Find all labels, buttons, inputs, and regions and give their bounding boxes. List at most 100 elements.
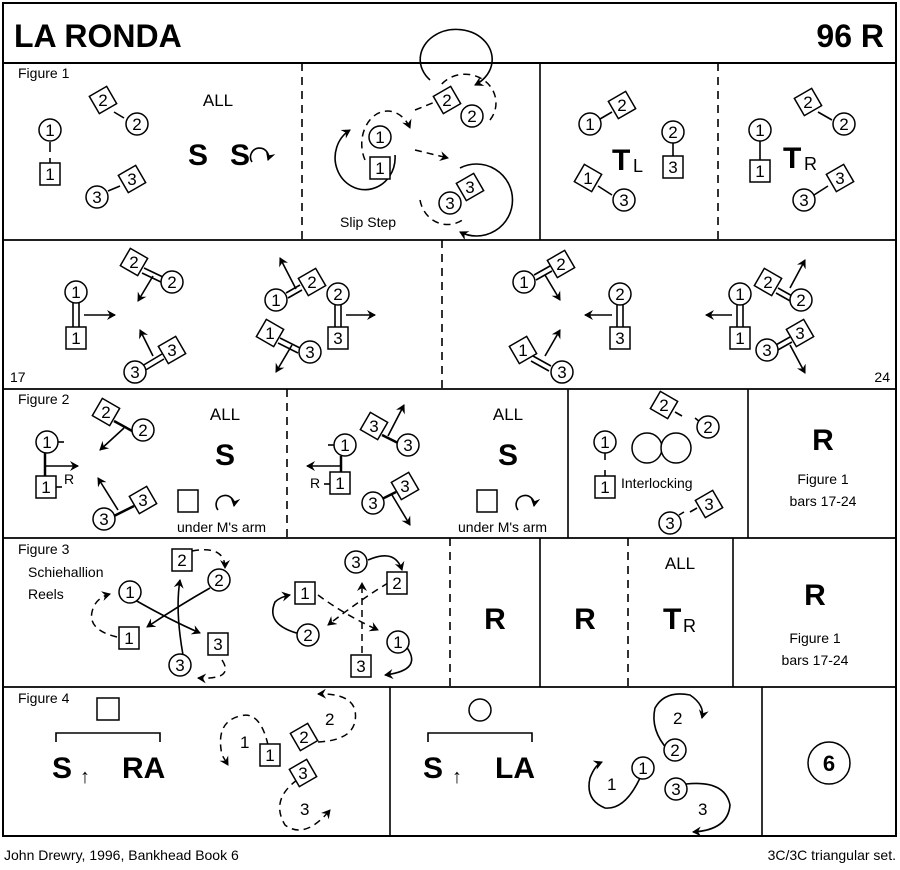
svg-text:2: 2 — [167, 273, 176, 292]
svg-text:1: 1 — [125, 583, 134, 602]
svg-text:3: 3 — [795, 324, 804, 343]
step-symbol: S — [52, 752, 72, 785]
svg-text:2: 2 — [659, 396, 668, 415]
svg-text:1: 1 — [335, 474, 344, 493]
svg-text:1: 1 — [375, 159, 384, 178]
women-bracket — [427, 732, 533, 742]
interlocking-reels: 1 1 2 2 3 3 — [593, 390, 724, 535]
turn-left-sub: L — [633, 156, 643, 176]
svg-text:2: 2 — [796, 291, 805, 310]
repeat-symbol: R — [812, 424, 834, 457]
figure-3-sublabel: Reels — [28, 586, 64, 602]
svg-text:3: 3 — [369, 417, 378, 436]
repeat-ref-line1: Figure 1 — [789, 630, 841, 646]
svg-text:1: 1 — [265, 746, 274, 765]
set-under-arm-b: 1 1 R 3 3 3 3 — [306, 404, 420, 526]
svg-text:1: 1 — [518, 341, 527, 360]
slip-step-label: Slip Step — [340, 214, 396, 230]
svg-text:3: 3 — [175, 656, 184, 675]
svg-text:1: 1 — [735, 329, 744, 348]
women-symbol — [468, 698, 492, 722]
svg-text:3: 3 — [465, 178, 474, 197]
repeat-symbol: R — [804, 579, 826, 612]
turn-left-symbol: T — [612, 144, 630, 177]
men-bracket — [55, 732, 161, 742]
turn-clockwise-icon — [215, 494, 241, 511]
svg-text:1: 1 — [71, 329, 80, 348]
bar-number-start: 17 — [10, 369, 26, 385]
svg-text:2: 2 — [673, 709, 682, 728]
svg-text:1: 1 — [240, 733, 249, 752]
under-arm-label: under M's arm — [177, 519, 266, 535]
svg-text:3: 3 — [403, 436, 412, 455]
svg-text:3: 3 — [619, 191, 628, 210]
svg-text:3: 3 — [92, 188, 101, 207]
turn-right-sub: R — [683, 616, 696, 636]
svg-text:1: 1 — [583, 169, 592, 188]
footer-credit: John Drewry, 1996, Bankhead Book 6 — [4, 847, 239, 863]
svg-text:2: 2 — [670, 741, 679, 760]
svg-text:1: 1 — [340, 436, 349, 455]
svg-text:3: 3 — [799, 191, 808, 210]
formation-start: 1 1 2 2 3 3 — [38, 85, 149, 209]
man-2: 2 — [98, 91, 107, 110]
svg-text:3: 3 — [762, 341, 771, 360]
svg-text:1: 1 — [45, 121, 54, 140]
svg-text:2: 2 — [307, 273, 316, 292]
svg-text:1: 1 — [638, 759, 647, 778]
svg-text:3: 3 — [400, 477, 409, 496]
set-under-arm-a: 1 1 R 2 2 3 3 — [35, 397, 158, 531]
turn-clockwise-icon — [515, 494, 541, 511]
man-1: 1 — [265, 324, 274, 343]
svg-text:2: 2 — [132, 115, 141, 134]
figure-1-label: Figure 1 — [18, 65, 70, 81]
promenade-start-a: 1 1 2 2 3 3 — [64, 247, 187, 384]
svg-text:3: 3 — [333, 329, 342, 348]
reel-repeat-symbol: R — [484, 603, 506, 636]
step-symbol: S — [215, 439, 235, 472]
svg-text:3: 3 — [668, 158, 677, 177]
figure-4-label: Figure 4 — [18, 690, 70, 706]
svg-text:1: 1 — [71, 283, 80, 302]
svg-text:2: 2 — [803, 93, 812, 112]
svg-text:3: 3 — [305, 343, 314, 362]
svg-text:3: 3 — [557, 363, 566, 382]
svg-text:3: 3 — [615, 329, 624, 348]
svg-text:1: 1 — [45, 165, 54, 184]
woman-3 — [85, 185, 109, 209]
all-label: ALL — [210, 405, 240, 424]
svg-text:3: 3 — [300, 800, 309, 819]
arrow-up-icon: ↑ — [80, 766, 90, 788]
svg-text:2: 2 — [325, 710, 334, 729]
svg-text:3: 3 — [298, 764, 307, 783]
repeat-ref-line2: bars 17-24 — [790, 493, 857, 509]
man-symbol — [177, 489, 199, 513]
svg-text:3: 3 — [368, 494, 377, 513]
svg-text:2: 2 — [129, 253, 138, 272]
svg-text:2: 2 — [392, 574, 401, 593]
reel-loop-right — [660, 432, 692, 464]
figure-2-label: Figure 2 — [18, 391, 70, 407]
svg-text:3: 3 — [698, 800, 707, 819]
svg-text:3: 3 — [138, 491, 147, 510]
svg-text:1: 1 — [755, 162, 764, 181]
slip-step-diagram: 1 1 2 2 3 3 — [334, 28, 514, 241]
svg-text:1: 1 — [375, 128, 384, 147]
bar-number-end: 24 — [874, 369, 890, 385]
promenade-mid-b: 1 2 2 3 1 3 — [508, 249, 632, 384]
men-paths: 1 1 2 2 3 3 — [219, 688, 357, 831]
right-hands-across: RA — [122, 752, 165, 785]
svg-text:1: 1 — [519, 273, 528, 292]
svg-text:2: 2 — [101, 403, 110, 422]
svg-text:2: 2 — [442, 91, 451, 110]
svg-text:1: 1 — [607, 775, 616, 794]
repeat-ref-line1: Figure 1 — [797, 471, 849, 487]
turn-right-symbol: T — [663, 603, 681, 636]
svg-text:2: 2 — [617, 96, 626, 115]
formation-turn-right: 1 1 2 2 3 3 — [748, 87, 856, 212]
women-paths: 1 1 2 2 3 3 — [588, 693, 731, 837]
under-arm-label: under M's arm — [458, 519, 547, 535]
woman-1 — [38, 118, 62, 142]
step-symbol: S — [188, 139, 208, 172]
grid-frame — [2, 62, 897, 837]
